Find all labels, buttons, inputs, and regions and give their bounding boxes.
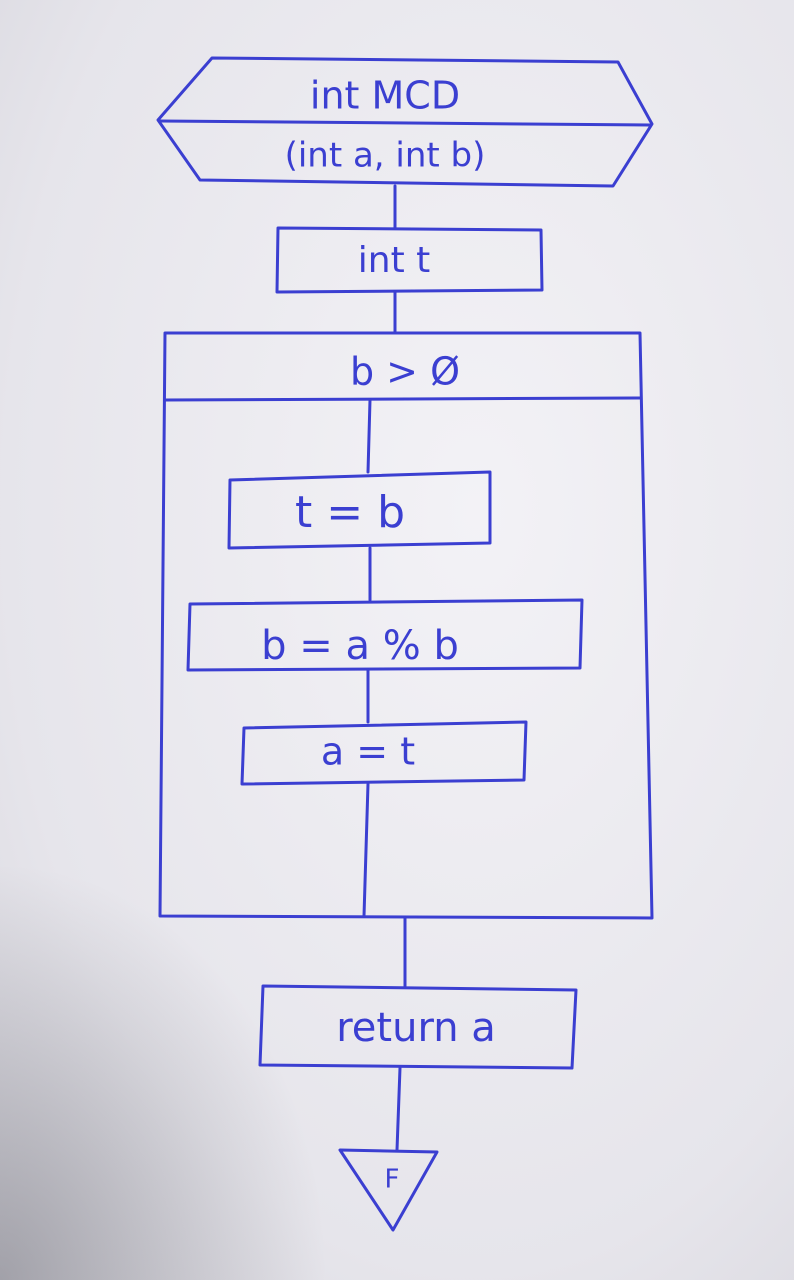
end-terminator: F: [338, 1148, 439, 1232]
while-loop-block: b > Ø: [158, 331, 654, 920]
header-params-text: (int a, int b): [285, 136, 486, 176]
terminator-text: F: [385, 1165, 400, 1195]
declaration-block: int t: [275, 226, 544, 294]
connector-line: [366, 398, 372, 474]
function-header-block: int MCD (int a, int b): [156, 56, 654, 188]
connector-line: [362, 782, 370, 918]
loop-condition-text: b > Ø: [350, 350, 460, 394]
declaration-text: int t: [358, 240, 431, 281]
return-block: return a: [258, 984, 578, 1070]
loop-statement-text: b = a % b: [261, 623, 459, 669]
loop-statement-text: t = b: [295, 487, 405, 538]
photo-shadow: [0, 860, 330, 1280]
connector-line: [395, 1066, 402, 1152]
return-text: return a: [336, 1005, 496, 1051]
loop-statement-block: b = a % b: [186, 598, 584, 672]
loop-statement-block: a = t: [240, 720, 528, 786]
header-name-text: int MCD: [310, 74, 460, 118]
loop-statement-text: a = t: [321, 730, 415, 774]
loop-statement-block: t = b: [227, 470, 492, 550]
